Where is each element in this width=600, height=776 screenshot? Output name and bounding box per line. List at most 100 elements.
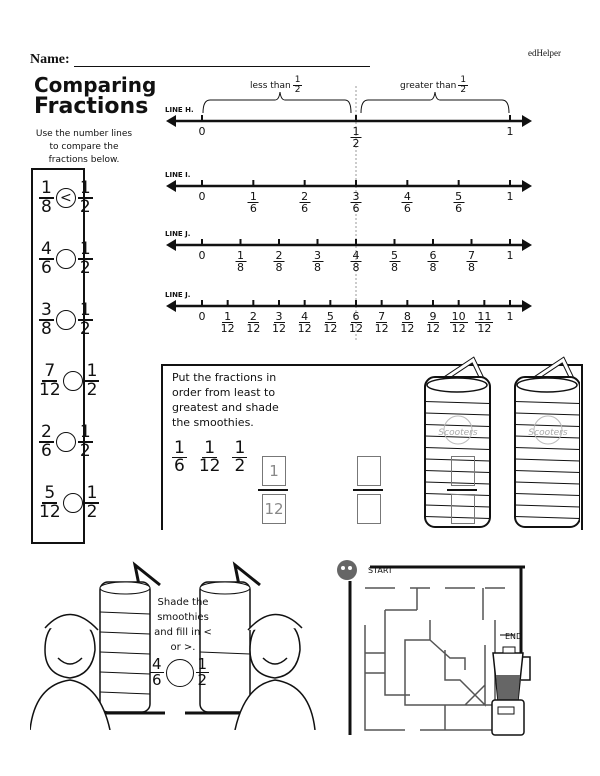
waiter-left — [30, 613, 111, 730]
waiter-right — [234, 613, 316, 730]
denominator: 8 — [41, 197, 52, 217]
maze[interactable] — [335, 555, 535, 735]
answer-circle[interactable] — [62, 371, 83, 391]
denominator: 12 — [349, 322, 363, 335]
smoothie-cup: Scooters — [514, 356, 580, 528]
answer-circle[interactable]: < — [55, 188, 76, 208]
numerator: 1 — [222, 310, 234, 323]
answer-circle[interactable] — [55, 310, 76, 330]
numerator: 3 — [312, 249, 323, 262]
answer-circle[interactable] — [55, 432, 76, 452]
number-line-label: LINE J. — [165, 230, 191, 238]
brace-text: greater than — [400, 80, 457, 91]
numerator: 7 — [42, 361, 58, 382]
answer-box-numerator[interactable] — [451, 456, 475, 486]
denominator: 6 — [174, 456, 185, 476]
tick-label-end: 1 — [506, 125, 514, 138]
tick-label-start: 0 — [198, 249, 206, 262]
numerator: 1 — [84, 483, 100, 504]
maze-start-label: START — [368, 566, 393, 575]
denominator: 8 — [275, 261, 283, 274]
denominator: 8 — [391, 261, 398, 274]
denominator: 2 — [234, 456, 246, 476]
answer-box-denominator[interactable]: 12 — [262, 494, 286, 524]
numerator: 1 — [77, 300, 93, 321]
denominator: 2 — [86, 502, 98, 522]
answer-circle[interactable] — [62, 493, 83, 513]
numerator: 5 — [453, 190, 465, 203]
numerator: 6 — [427, 249, 439, 262]
denominator: 12 — [39, 380, 61, 400]
numerator: 1 — [232, 438, 248, 458]
numerator: 2 — [39, 422, 54, 443]
numerator: 2 — [299, 190, 311, 203]
brace-greater — [360, 91, 510, 114]
denominator: 6 — [352, 202, 360, 215]
denominator: 2 — [294, 85, 301, 95]
denominator: 6 — [41, 441, 52, 461]
brace-less — [202, 91, 352, 114]
smoothie-cup — [85, 561, 165, 715]
numerator: 1 — [458, 75, 469, 86]
numerator: 1 — [84, 361, 100, 382]
page-title: Comparing Fractions — [34, 74, 156, 118]
numerator: 1 — [77, 178, 93, 199]
numerator: 7 — [376, 310, 388, 323]
answer-box-numerator[interactable]: 1 — [262, 456, 286, 486]
answer-box-denominator[interactable] — [451, 494, 475, 524]
brace-text: less than — [250, 80, 291, 91]
answer-box-numerator[interactable] — [357, 456, 381, 486]
smoothie-cup: Scooters — [424, 356, 491, 528]
numerator: 5 — [389, 249, 400, 262]
answer-circle[interactable] — [165, 658, 194, 687]
numerator: 4 — [39, 239, 54, 260]
denominator: 12 — [198, 456, 221, 476]
denominator: 12 — [374, 322, 389, 335]
numerator: 1 — [292, 75, 303, 86]
numerator: 7 — [466, 249, 477, 262]
denominator: 12 — [220, 322, 235, 335]
answer-box-denominator[interactable] — [357, 494, 381, 524]
denominator: 8 — [41, 319, 52, 339]
number-line — [166, 239, 532, 251]
answer-circle[interactable] — [55, 249, 76, 269]
name-input-line[interactable] — [74, 66, 370, 67]
